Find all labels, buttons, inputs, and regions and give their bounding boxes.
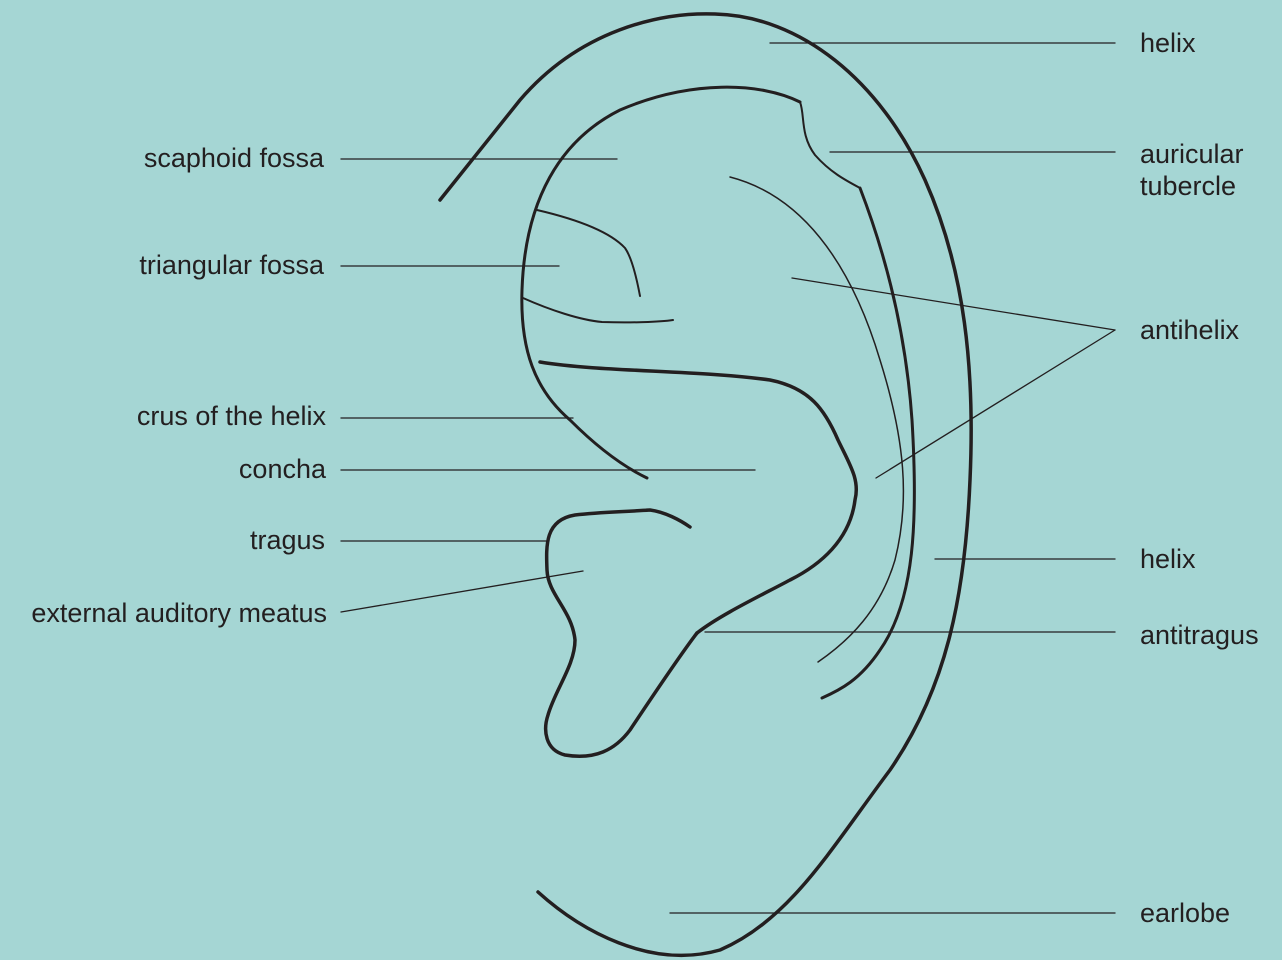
helix-inner-fold	[522, 87, 800, 478]
label-auricular-tubercle-line2: tubercle	[1140, 170, 1236, 202]
label-helix-top: helix	[1140, 27, 1196, 59]
label-antihelix: antihelix	[1140, 314, 1239, 346]
label-scaphoid-fossa: scaphoid fossa	[144, 142, 324, 174]
label-tragus: tragus	[250, 524, 325, 556]
antitragus-outline	[546, 510, 697, 756]
concha-outline	[540, 362, 856, 633]
auricular-tubercle-outline	[800, 102, 860, 188]
leader-antihelix-upper	[792, 278, 1115, 330]
label-helix-mid: helix	[1140, 543, 1196, 575]
label-external-auditory-meatus: external auditory meatus	[31, 597, 327, 629]
antihelix-outline	[730, 177, 903, 662]
label-earlobe: earlobe	[1140, 897, 1230, 929]
superior-crus-outline	[537, 210, 640, 296]
label-triangular-fossa: triangular fossa	[139, 249, 324, 281]
label-crus-of-helix: crus of the helix	[137, 400, 326, 432]
leader-lines	[341, 43, 1115, 913]
inferior-crus-outline	[523, 298, 673, 322]
helix-inner-rim	[822, 188, 914, 698]
label-concha: concha	[239, 453, 326, 485]
label-antitragus: antitragus	[1140, 619, 1259, 651]
helix-outline	[440, 14, 971, 955]
leader-external-auditory-meatus	[341, 571, 583, 612]
label-auricular-tubercle-line1: auricular	[1140, 138, 1244, 170]
